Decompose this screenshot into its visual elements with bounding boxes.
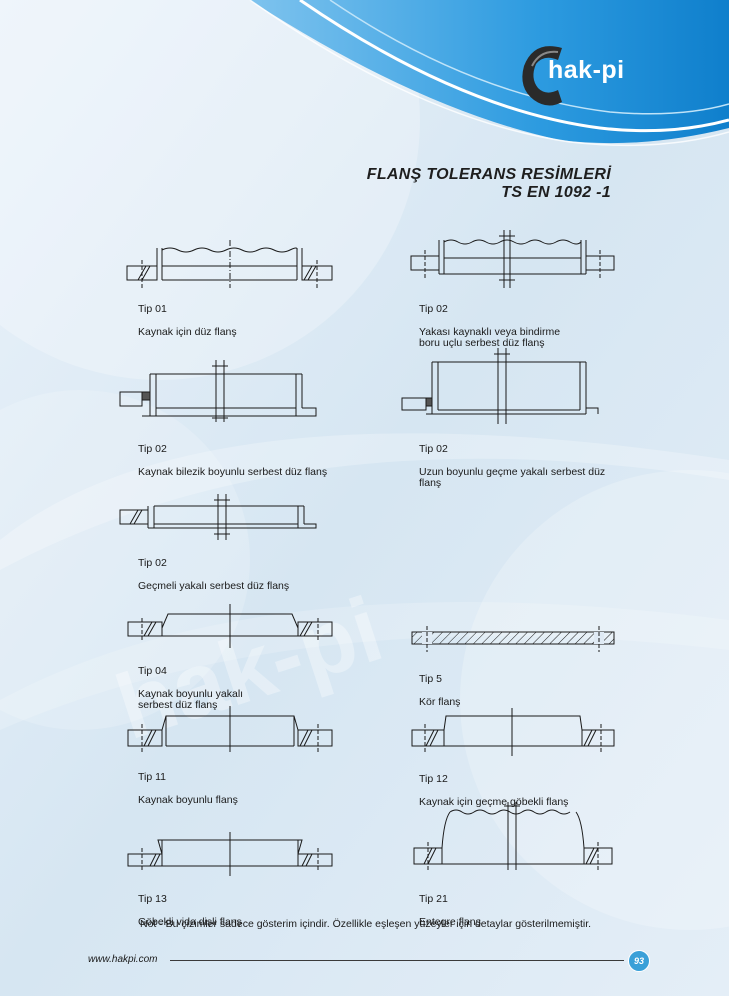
footer-divider (170, 960, 624, 961)
caption-tip02b: Tip 02 Kaynak bilezik boyunlu serbest dü… (138, 432, 327, 490)
drawing-tip12 (411, 708, 615, 756)
figure-tip13 (122, 832, 337, 876)
drawing-tip02b (119, 360, 317, 422)
caption-desc: Kör flanş (419, 695, 461, 708)
logo-icon (522, 46, 562, 106)
caption-tip02c: Tip 02 Uzun boyunlu geçme yakalı serbest… (419, 432, 605, 501)
caption-desc: Geçmeli yakalı serbest düz flanş (138, 579, 290, 592)
caption-tip02a: Tip 02 Yakası kaynaklı veya bindirme bor… (419, 292, 560, 361)
drawing-tip11 (127, 706, 333, 752)
drawing-tip01 (126, 240, 333, 288)
figure-tip02a (406, 230, 621, 290)
figure-tip05 (408, 624, 618, 654)
figure-tip12 (408, 708, 618, 756)
caption-desc: Entegre flanş (419, 915, 481, 928)
drawing-tip02d (119, 494, 317, 540)
caption-tip04: Tip 04 Kaynak boyunlu yakalı serbest düz… (138, 654, 243, 723)
drawing-tip05 (411, 626, 615, 652)
caption-type: Tip 02 (138, 556, 167, 569)
figure-tip02c (398, 346, 608, 426)
caption-type: Tip 02 (419, 302, 448, 315)
figure-tip02b (116, 356, 326, 426)
caption-type: Tip 21 (419, 892, 448, 905)
caption-desc: Kaynak için geçme göbekli flanş (419, 795, 569, 808)
figure-tip02d (116, 492, 326, 542)
caption-desc: Kaynak boyunlu yakalı serbest düz flanş (138, 687, 244, 711)
caption-tip12: Tip 12 Kaynak için geçme göbekli flanş (419, 762, 568, 820)
figure-tip01 (122, 240, 337, 290)
caption-type: Tip 5 (419, 672, 442, 685)
page-title: FLANŞ TOLERANS RESİMLERİ (366, 166, 611, 183)
brand-name: hak-pi (548, 56, 625, 84)
caption-type: Tip 12 (419, 772, 448, 785)
footnote: Not - Bu çizimler sadece gösterim içindi… (140, 918, 592, 930)
caption-tip11: Tip 11 Kaynak boyunlu flanş (138, 760, 238, 818)
caption-desc: Uzun boyunlu geçme yakalı serbest düz fl… (419, 465, 606, 489)
caption-tip01: Tip 01 Kaynak için düz flanş (138, 292, 237, 350)
page-number: 93 (628, 950, 650, 972)
caption-type: Tip 13 (138, 892, 167, 905)
caption-desc: Kaynak boyunlu flanş (138, 793, 238, 806)
website-link[interactable]: www.hakpi.com (88, 954, 158, 965)
caption-desc: Kaynak bilezik boyunlu serbest düz flanş (138, 465, 328, 478)
caption-tip13: Tip 13 Göbekli vida dişli flanş (138, 882, 242, 940)
caption-tip05: Tip 5 Kör flanş (419, 662, 460, 720)
caption-type: Tip 01 (138, 302, 167, 315)
caption-type: Tip 02 (138, 442, 167, 455)
caption-type: Tip 04 (138, 664, 167, 677)
drawing-tip04 (127, 604, 333, 648)
caption-desc: Kaynak için düz flanş (138, 325, 237, 338)
caption-type: Tip 02 (419, 442, 448, 455)
caption-tip21: Tip 21 Entegre flanş (419, 882, 481, 940)
drawing-tip21 (413, 802, 613, 870)
caption-desc: Göbekli vida dişli flanş (138, 915, 242, 928)
drawing-tip02c (401, 348, 599, 424)
drawing-tip13 (127, 832, 333, 876)
figure-tip11 (122, 704, 337, 754)
caption-desc: Yakası kaynaklı veya bindirme boru uçlu … (419, 325, 561, 349)
figure-tip21 (408, 800, 618, 872)
caption-type: Tip 11 (138, 770, 167, 783)
drawing-tip02a (410, 230, 615, 288)
caption-tip02d: Tip 02 Geçmeli yakalı serbest düz flanş (138, 546, 289, 604)
page-subtitle: TS EN 1092 -1 (501, 184, 611, 201)
figure-tip04 (122, 604, 337, 648)
